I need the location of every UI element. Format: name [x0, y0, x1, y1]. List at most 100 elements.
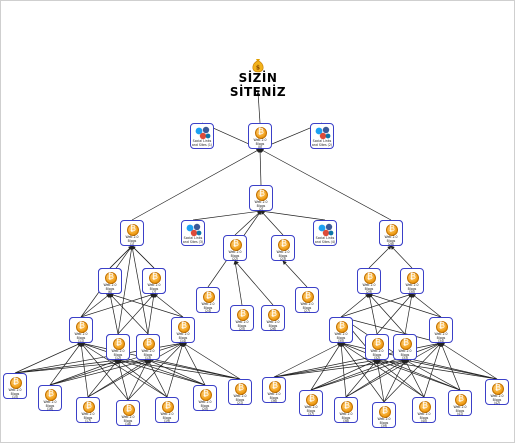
blog-node-caption: (2): [258, 207, 264, 212]
blog-node-caption: (17): [84, 419, 92, 424]
bitcoin-icon: [10, 377, 22, 389]
blog-node-caption: (38): [342, 419, 350, 424]
blog-node[interactable]: Web 2.0 Blogs (15): [3, 373, 27, 399]
social-icons: [318, 223, 334, 237]
edge: [79, 342, 89, 398]
edge: [108, 293, 119, 335]
blog-node-label: Web 2.0 Blogs (18): [117, 415, 139, 427]
edge: [233, 260, 243, 306]
money-bag-icon: $: [252, 59, 264, 73]
edge: [310, 359, 406, 391]
blog-node[interactable]: Web 2.0 Blogs (0): [248, 123, 272, 149]
blog-node[interactable]: Web 2.0 Blogs (6): [98, 268, 122, 294]
blog-node[interactable]: Web 2.0 Blogs (29): [357, 268, 381, 294]
blog-node[interactable]: Web 2.0 Blogs (18): [116, 400, 140, 426]
blog-node-label: Web 2.0 Blogs (13): [137, 349, 159, 361]
blog-node-label: Web 2.0 Blogs (40): [413, 412, 435, 424]
blog-node-label: Web 2.0 Blogs (14): [172, 332, 194, 344]
blog-node-caption: (1): [129, 242, 135, 247]
edge: [345, 342, 442, 398]
social-node-label: Social Links and Sites (4): [314, 236, 336, 244]
site-node[interactable]: $ SİZİN SİTENİZ: [222, 57, 294, 99]
blog-node[interactable]: Web 2.0 Blogs (2): [249, 185, 273, 211]
blog-node[interactable]: Web 2.0 Blogs (19): [155, 397, 179, 423]
blog-node[interactable]: Web 2.0 Blogs (38): [334, 397, 358, 423]
blog-node[interactable]: Web 2.0 Blogs (22): [223, 235, 247, 261]
edge: [259, 148, 392, 221]
blog-node[interactable]: Web 2.0 Blogs (14): [171, 317, 195, 343]
bitcoin-icon: [400, 338, 412, 350]
blog-node-label: Web 2.0 Blogs (27): [296, 302, 318, 314]
blog-node[interactable]: Web 2.0 Blogs (25): [230, 305, 254, 331]
bitcoin-icon: [105, 272, 117, 284]
social-icons: [315, 126, 331, 140]
blog-node-label: Web 2.0 Blogs (41): [449, 405, 471, 417]
blog-node-label: Web 2.0 Blogs (16): [39, 400, 61, 412]
blog-node-label: Web 2.0 Blogs (12): [107, 349, 129, 361]
social-node[interactable]: Social Links and Sites (4): [313, 220, 337, 246]
blog-node-label: Web 2.0 Blogs (26): [262, 320, 284, 332]
blog-node[interactable]: Web 2.0 Blogs (35): [329, 317, 353, 343]
bitcoin-icon: [162, 401, 174, 413]
blog-node[interactable]: Web 2.0 Blogs (33): [393, 334, 417, 360]
blog-node[interactable]: Web 2.0 Blogs (30): [400, 268, 424, 294]
edge: [376, 358, 498, 380]
edge: [182, 342, 241, 380]
bitcoin-icon: [83, 401, 95, 413]
blog-node-label: Web 2.0 Blogs (24): [197, 302, 219, 314]
blog-node-label: Web 2.0 Blogs (33): [394, 349, 416, 361]
edge: [127, 342, 184, 401]
blog-node-caption: (33): [401, 356, 409, 361]
site-title: SİZİN SİTENİZ: [229, 71, 287, 99]
blog-node[interactable]: Web 2.0 Blogs (26): [261, 305, 285, 331]
blog-node[interactable]: Web 2.0 Blogs (13): [136, 334, 160, 360]
social-node[interactable]: Social Links and Sites (2): [310, 123, 334, 149]
edge: [87, 359, 149, 398]
blog-node[interactable]: Web 2.0 Blogs (23): [271, 235, 295, 261]
edge: [404, 358, 498, 380]
blog-node-caption: (42): [493, 401, 501, 406]
blog-node[interactable]: Web 2.0 Blogs (16): [38, 385, 62, 411]
blog-node[interactable]: Web 2.0 Blogs (20): [193, 385, 217, 411]
blog-node-label: Web 2.0 Blogs (37): [300, 405, 322, 417]
blog-node[interactable]: Web 2.0 Blogs (24): [196, 287, 220, 313]
edge: [390, 245, 413, 269]
bitcoin-icon: [455, 394, 467, 406]
blog-node[interactable]: Web 2.0 Blogs (17): [76, 397, 100, 423]
blog-node-label: Web 2.0 Blogs (38): [335, 412, 357, 424]
blog-node[interactable]: Web 2.0 Blogs (41): [448, 390, 472, 416]
bitcoin-icon: [372, 338, 384, 350]
edge: [234, 260, 274, 306]
social-node[interactable]: Social Links and Sites (3): [181, 220, 205, 246]
edge: [257, 148, 263, 186]
blog-node[interactable]: Web 2.0 Blogs (21): [228, 379, 252, 405]
edge: [87, 342, 184, 398]
blog-node-label: Web 2.0 Blogs (11): [70, 332, 92, 344]
blog-node[interactable]: Web 2.0 Blogs (12): [106, 334, 130, 360]
blog-node-caption: (41): [456, 412, 464, 417]
blog-node[interactable]: Web 2.0 Blogs (34): [429, 317, 453, 343]
blog-node[interactable]: Web 2.0 Blogs (7): [142, 268, 166, 294]
blog-node[interactable]: Web 2.0 Blogs (32): [365, 334, 389, 360]
blog-node-caption: (24): [204, 309, 212, 314]
edge: [117, 293, 155, 335]
blog-node[interactable]: Web 2.0 Blogs (27): [295, 287, 319, 313]
blog-node[interactable]: Web 2.0 Blogs (28): [379, 220, 403, 246]
edge: [131, 245, 155, 269]
blog-node[interactable]: Web 2.0 Blogs (40): [412, 397, 436, 423]
edge: [368, 245, 392, 269]
edge: [411, 293, 442, 318]
blog-node-caption: (20): [201, 407, 209, 412]
edge: [80, 341, 241, 380]
blog-node-label: Web 2.0 Blogs (32): [366, 349, 388, 361]
blog-node-caption: (18): [124, 422, 132, 427]
blog-node[interactable]: Web 2.0 Blogs (42): [485, 379, 509, 405]
blog-node[interactable]: Web 2.0 Blogs (11): [69, 317, 93, 343]
blog-node[interactable]: Web 2.0 Blogs (1): [120, 220, 144, 246]
blog-node[interactable]: Web 2.0 Blogs (39): [372, 402, 396, 428]
social-node[interactable]: Social Links and Sites (1): [190, 123, 214, 149]
blog-node-caption: (11): [77, 339, 85, 344]
edge: [273, 358, 378, 378]
blog-node[interactable]: Web 2.0 Blogs (37): [299, 390, 323, 416]
blog-node[interactable]: Web 2.0 Blogs (36): [262, 377, 286, 403]
